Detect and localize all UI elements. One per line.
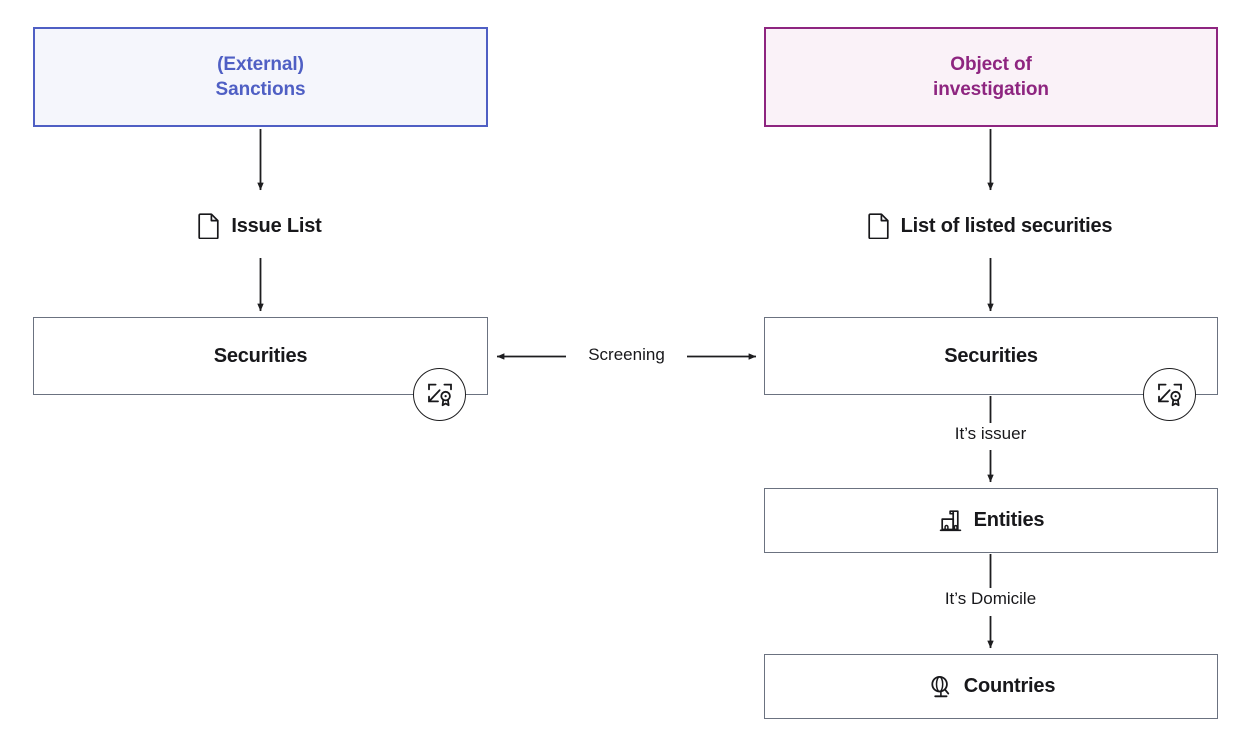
countries-box[interactable]: Countries	[764, 654, 1218, 719]
certificate-badge-icon	[413, 368, 466, 421]
securities-box-right[interactable]: Securities	[764, 317, 1218, 395]
buildings-icon	[938, 508, 963, 533]
entities-label: Entities	[973, 509, 1045, 531]
list-of-listed-securities-node[interactable]: List of listed securities	[790, 206, 1190, 246]
list-of-listed-securities-label: List of listed securities	[900, 214, 1113, 237]
edge-label-its-domicile: It’s Domicile	[944, 589, 1037, 608]
document-icon	[867, 213, 890, 239]
sanctions-header-box[interactable]: (External) Sanctions	[33, 27, 488, 127]
entities-box[interactable]: Entities	[764, 488, 1218, 553]
document-icon	[198, 213, 220, 239]
issue-list-node[interactable]: Issue List	[110, 206, 410, 246]
securities-box-left[interactable]: Securities	[33, 317, 488, 395]
securities-left-label: Securities	[213, 344, 308, 367]
investigation-header-label: Object of investigation	[933, 53, 1049, 100]
edge-label-its-issuer: It’s issuer	[954, 424, 1027, 443]
globe-icon	[927, 674, 953, 700]
issue-list-label: Issue List	[231, 214, 322, 237]
countries-label: Countries	[963, 675, 1056, 697]
investigation-header-box[interactable]: Object of investigation	[764, 27, 1218, 127]
securities-right-label: Securities	[944, 344, 1038, 367]
sanctions-header-label: (External) Sanctions	[215, 53, 306, 100]
edge-label-screening: Screening	[588, 345, 665, 364]
certificate-badge-icon	[1143, 368, 1196, 421]
